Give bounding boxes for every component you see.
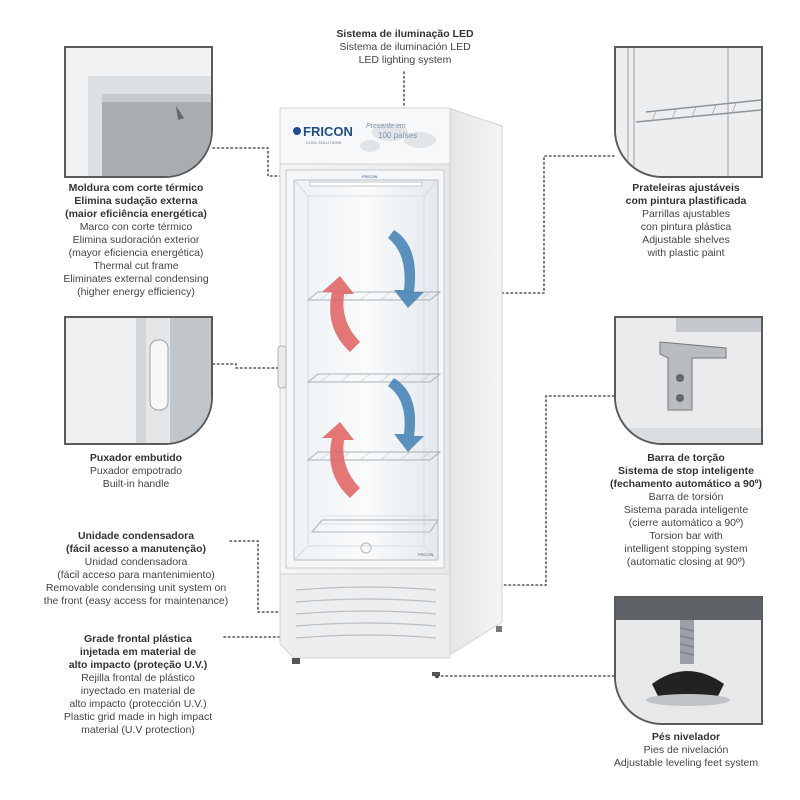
shelves-line-4: with plastic paint	[647, 247, 725, 259]
warm-air-arrow-bottom	[322, 422, 360, 498]
grid-line-3: alto impacto (protección U.V.)	[69, 698, 207, 710]
condenser-line-1: Unidad condensadora	[84, 556, 188, 568]
frame-line-2: Elimina sudoración exterior	[72, 234, 200, 246]
handle-line-es: Puxador empotrado	[89, 465, 183, 477]
shelves-detail-image	[614, 46, 763, 178]
torsion-bar-detail-image	[614, 316, 763, 445]
frame-detail-image	[64, 46, 213, 178]
brand-logo-icon	[293, 127, 301, 135]
frame-line-3: (mayor eficiencia energética)	[68, 247, 204, 259]
frame-title-2: Elimina sudação externa	[74, 195, 198, 207]
torsion-line-5: intelligent stopping system	[624, 543, 748, 555]
torsion-line-1: Barra de torsión	[648, 491, 724, 503]
torsion-title-1: Barra de torção	[647, 452, 725, 464]
torsion-callout: Barra de torção Sistema de stop intelige…	[578, 452, 794, 569]
led-title: Sistema de iluminação LED	[336, 28, 474, 40]
condenser-line-2: (fácil acceso para mantenimiento)	[57, 569, 215, 581]
grid-title-2: injetada em material de	[79, 646, 197, 658]
drain-icon	[360, 542, 372, 554]
feet-title: Pés nivelador	[651, 731, 721, 743]
condenser-title-2: (fácil acesso a manutenção)	[65, 543, 207, 555]
frame-line-4: Thermal cut frame	[93, 260, 179, 272]
torsion-line-4: Torsion bar with	[649, 530, 723, 542]
door-handle	[277, 345, 287, 389]
cold-air-arrow-bottom	[388, 378, 424, 452]
cold-air-arrow-top	[388, 230, 424, 308]
grid-line-4: Plastic grid made in high impact	[63, 711, 213, 723]
shelf-2	[306, 373, 442, 383]
grid-line-2: inyectado en material de	[80, 685, 196, 697]
banner-countries: 100 países	[378, 131, 417, 140]
condenser-line-4: the front (easy access for maintenance)	[43, 595, 229, 607]
banner-presente: Presente em	[366, 123, 406, 130]
brand-tagline: COOL SOLUTIONS	[306, 140, 342, 145]
condenser-title-1: Unidade condensadora	[77, 530, 195, 542]
door-badge: FRICON	[418, 552, 433, 557]
foot-back	[496, 626, 502, 632]
grid-callout: Grade frontal plástica injetada em mater…	[40, 633, 236, 737]
shelves-title-1: Prateleiras ajustáveis	[632, 182, 740, 194]
side-panel	[447, 107, 503, 657]
torsion-title-3: (fechamento automático a 90º)	[609, 478, 763, 490]
door-brand: FRICON	[362, 174, 377, 179]
shelves-callout: Prateleiras ajustáveis com pintura plast…	[586, 182, 786, 260]
torsion-line-3: (cierre automático a 90º)	[628, 517, 744, 529]
led-callout: Sistema de iluminação LED Sistema de ilu…	[300, 28, 510, 67]
shelf-3	[306, 451, 442, 461]
grid-title-1: Grade frontal plástica	[84, 633, 192, 645]
shelves-line-3: Adjustable shelves	[642, 234, 730, 246]
shelves-line-1: Parrillas ajustables	[641, 208, 731, 220]
front-grille	[295, 586, 437, 639]
handle-line-en: Built-in handle	[102, 478, 170, 490]
handle-connector	[212, 363, 283, 369]
grid-title-3: alto impacto (proteção U.V.)	[68, 659, 208, 671]
frame-line-5: Eliminates external condensing	[63, 273, 209, 285]
condenser-callout: Unidade condensadora (fácil acesso a man…	[30, 530, 242, 608]
grid-line-5: material (U.V protection)	[81, 724, 195, 736]
frame-line-6: (higher energy efficiency)	[77, 286, 195, 298]
led-strip	[309, 181, 423, 187]
foot-right	[432, 672, 440, 676]
handle-title: Puxador embutido	[89, 452, 183, 464]
handle-callout: Puxador embutido Puxador empotrado Built…	[36, 452, 236, 491]
foot-left	[292, 658, 300, 664]
frame-line-1: Marco con corte térmico	[79, 221, 193, 233]
torsion-line-6: (automatic closing at 90º)	[626, 556, 746, 568]
grid-line-1: Rejilla frontal de plástico	[81, 672, 195, 684]
warm-air-arrow-top	[322, 276, 360, 352]
led-line-en: LED lighting system	[358, 54, 452, 66]
shelves-line-2: con pintura plástica	[640, 221, 732, 233]
feet-detail-image	[614, 596, 763, 725]
shelves-title-2: com pintura plastificada	[625, 195, 747, 207]
feet-line-en: Adjustable leveling feet system	[613, 757, 759, 769]
frame-title-1: Moldura com corte térmico	[68, 182, 204, 194]
torsion-title-2: Sistema de stop inteligente	[618, 465, 754, 477]
brand-logo-text: FRICON	[303, 124, 353, 139]
frame-connector	[212, 147, 286, 177]
frame-title-3: (maior eficiência energética)	[65, 208, 207, 220]
refrigerator-illustration: FRICON COOL SOLUTIONS Presente em 100 pa…	[277, 107, 503, 676]
led-line-es: Sistema de iluminación LED	[339, 41, 471, 53]
torsion-line-2: Sistema parada inteligente	[623, 504, 749, 516]
condenser-line-3: Removable condensing unit system on	[45, 582, 227, 594]
door-glass	[293, 179, 439, 561]
frame-callout: Moldura com corte térmico Elimina sudaçã…	[26, 182, 246, 299]
feet-line-es: Pies de nivelación	[643, 744, 729, 756]
base-unit	[279, 573, 451, 659]
feet-callout: Pés nivelador Pies de nivelación Adjusta…	[584, 731, 788, 770]
handle-detail-image	[64, 316, 213, 445]
